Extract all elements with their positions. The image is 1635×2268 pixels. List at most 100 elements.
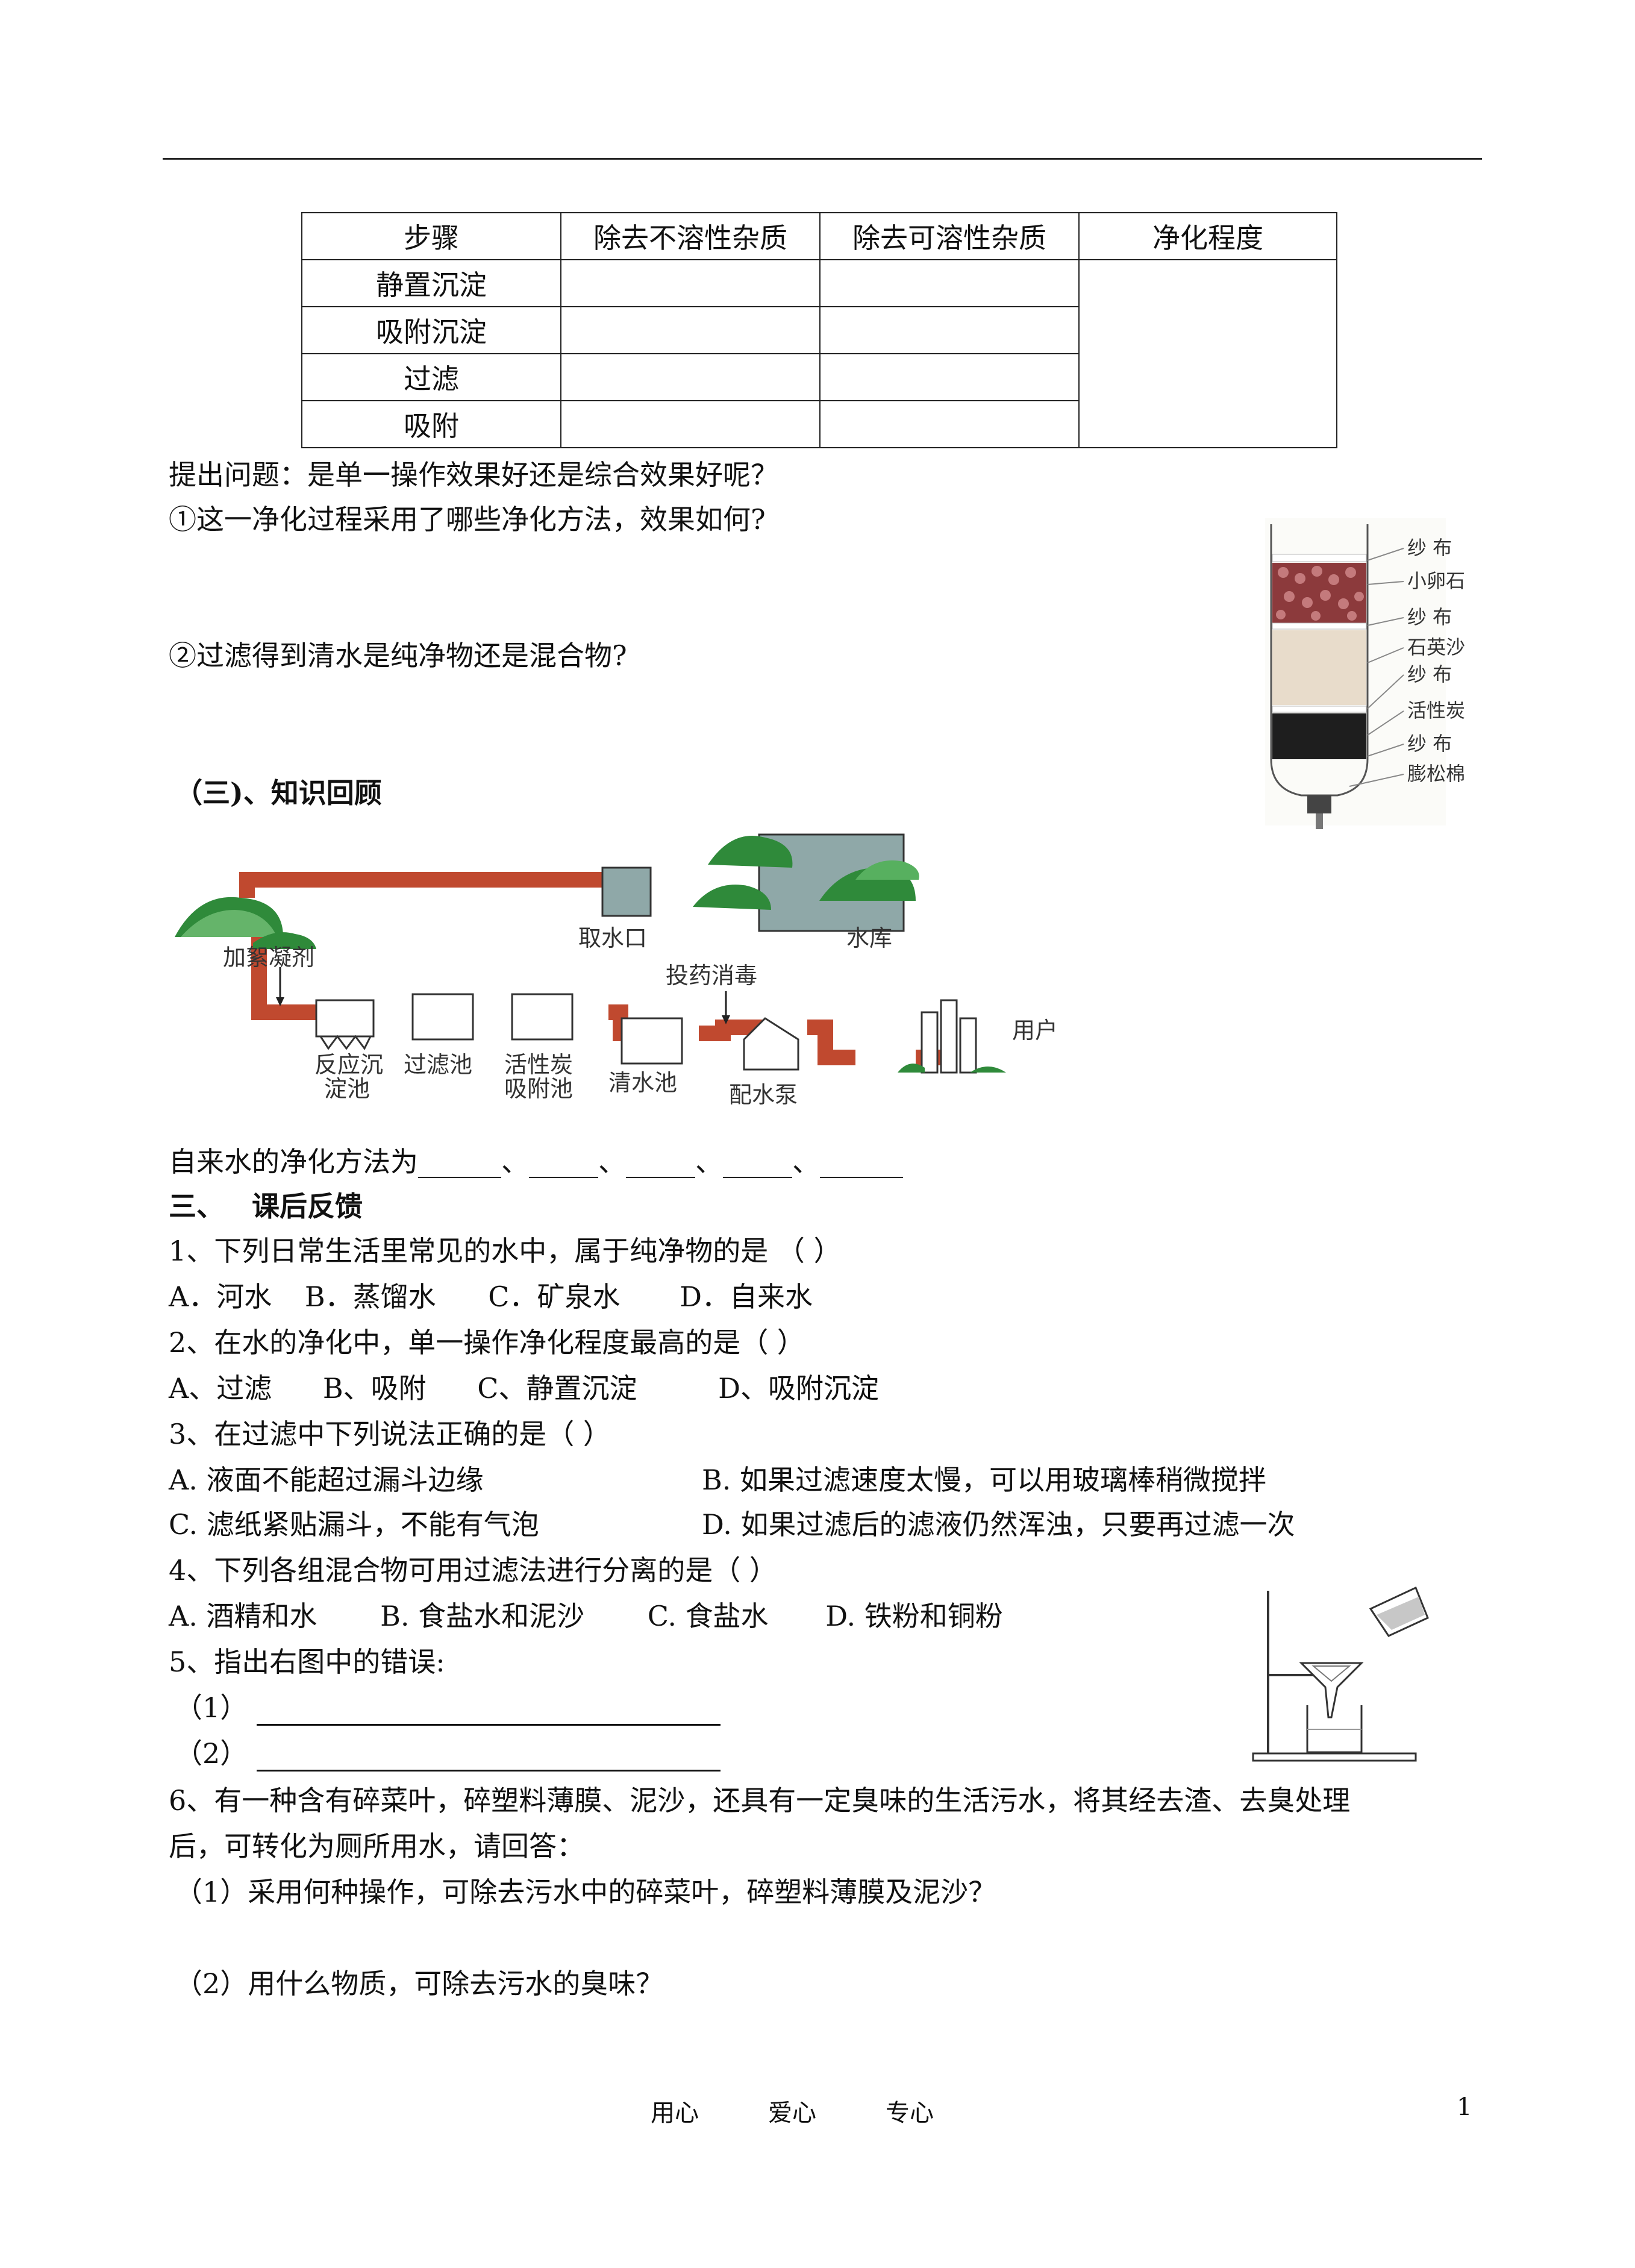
quartz-sand-layer bbox=[1272, 630, 1366, 705]
filter-label: 纱 布 bbox=[1407, 536, 1452, 559]
table-blank-cell[interactable] bbox=[1078, 259, 1337, 448]
gauze-layer-1 bbox=[1272, 554, 1367, 562]
exercise-1: 1、下列日常生活里常见的水中，属于纯净物的是 （ ） bbox=[169, 1235, 842, 1267]
filter-label: 小卵石 bbox=[1407, 569, 1465, 592]
filter-label: 纱 布 bbox=[1407, 732, 1452, 755]
exercise-3: 3、在过滤中下列说法正确的是（ ） bbox=[169, 1418, 611, 1450]
reaction-tank-label: 淀池 bbox=[324, 1076, 370, 1102]
building bbox=[940, 999, 958, 1074]
option: A. 酒精和水 bbox=[169, 1600, 317, 1632]
stand-base bbox=[1252, 1752, 1417, 1762]
filter-label: 纱 布 bbox=[1407, 663, 1452, 686]
tap-water-methods: 自来水的净化方法为______、_____、_____、_____、______ bbox=[169, 1145, 903, 1178]
reaction-tank-label: 反应沉 bbox=[314, 1051, 383, 1078]
table-row: 吸附沉淀 bbox=[301, 306, 1337, 354]
section3-heading: 三、 课后反馈 bbox=[169, 1188, 363, 1224]
filter-tank bbox=[411, 993, 474, 1041]
disinfect-arrowhead bbox=[722, 1015, 730, 1024]
filter-label: 纱 布 bbox=[1407, 606, 1452, 628]
question-2: ②过滤得到清水是纯净物还是混合物? bbox=[169, 639, 627, 672]
blank-number: （2） bbox=[175, 1737, 248, 1770]
table-header-cell: 净化程度 bbox=[1078, 212, 1337, 260]
filter-label: 膨松棉 bbox=[1407, 762, 1465, 785]
question-1: ①这一净化过程采用了哪些净化方法，效果如何? bbox=[169, 503, 766, 536]
exercise-3-option-d: D. 如果过滤后的滤液仍然浑浊，只要再过滤一次 bbox=[702, 1508, 1295, 1541]
option: D．自来水 bbox=[680, 1280, 813, 1313]
coagulant-label: 加絮凝剂 bbox=[223, 944, 314, 971]
blank-number: （1） bbox=[175, 1691, 248, 1724]
reaction-tank bbox=[315, 999, 375, 1038]
bush-user bbox=[898, 1064, 925, 1073]
header-rule bbox=[163, 158, 1482, 160]
answer-blank[interactable] bbox=[256, 1741, 721, 1771]
option: B．蒸馏水 bbox=[304, 1280, 436, 1313]
table-blank-cell[interactable] bbox=[819, 259, 1080, 307]
pump-label: 配水泵 bbox=[729, 1082, 798, 1108]
building bbox=[921, 1011, 939, 1074]
reservoir-label: 水库 bbox=[846, 925, 892, 951]
exercise-6-line-2: 后，可转化为厕所用水，请回答： bbox=[169, 1830, 584, 1862]
building bbox=[959, 1017, 977, 1074]
filter-spout bbox=[1316, 813, 1323, 829]
table-row: 过滤 bbox=[301, 353, 1337, 401]
table-header-cell: 除去可溶性杂质 bbox=[819, 212, 1080, 260]
option: A、过滤 bbox=[169, 1372, 272, 1405]
option: C．矿泉水 bbox=[488, 1280, 621, 1313]
table-blank-cell[interactable] bbox=[819, 400, 1080, 448]
footer-word: 专心 bbox=[886, 2099, 934, 2127]
table-blank-cell[interactable] bbox=[819, 353, 1080, 401]
bush-user bbox=[970, 1067, 1006, 1073]
intake-label: 取水口 bbox=[578, 925, 647, 951]
disinfect-label: 投药消毒 bbox=[666, 962, 757, 989]
table-step-cell: 吸附 bbox=[301, 400, 561, 448]
table-blank-cell[interactable] bbox=[819, 306, 1080, 354]
tree-reservoir-2 bbox=[693, 885, 771, 910]
exercise-3-option-c: C. 滤纸紧贴漏斗，不能有气泡 bbox=[169, 1508, 539, 1541]
table-blank-cell[interactable] bbox=[560, 353, 821, 401]
table-blank-cell[interactable] bbox=[560, 306, 821, 354]
tree-reservoir-1 bbox=[708, 836, 793, 868]
steps-table: 步骤 除去不溶性杂质 除去可溶性杂质 净化程度 静置沉淀 吸附沉淀 过滤 吸附 bbox=[301, 212, 1337, 448]
tree-reservoir-4 bbox=[855, 860, 919, 880]
footer-word: 用心 bbox=[651, 2099, 699, 2127]
table-header-row: 步骤 除去不溶性杂质 除去可溶性杂质 净化程度 bbox=[301, 212, 1337, 260]
gauze-layer-2 bbox=[1272, 622, 1367, 630]
carbon-tank-label: 活性炭 bbox=[504, 1051, 573, 1078]
filtration-apparatus-diagram bbox=[1252, 1586, 1429, 1762]
filter-label: 活性炭 bbox=[1407, 699, 1465, 722]
exercise-6-part-2: （2）用什么物质，可除去污水的臭味？ bbox=[175, 1967, 664, 2000]
option: B、吸附 bbox=[322, 1372, 427, 1405]
section3-title: 课后反馈 bbox=[252, 1190, 363, 1223]
pouring-liquid bbox=[1377, 1597, 1425, 1630]
intake-box bbox=[601, 866, 652, 917]
label-leaders bbox=[1349, 548, 1404, 787]
funnel bbox=[1299, 1662, 1364, 1718]
activated-carbon-layer bbox=[1272, 713, 1366, 759]
carbon-tank-label: 吸附池 bbox=[504, 1076, 573, 1102]
reaction-tank-base bbox=[319, 1035, 372, 1050]
clear-tank bbox=[621, 1017, 683, 1065]
answer-blank[interactable] bbox=[256, 1695, 721, 1726]
exercise-5-blank-2: （2） bbox=[175, 1735, 721, 1771]
clear-tank-label: 清水池 bbox=[608, 1070, 677, 1096]
option: C. 食盐水 bbox=[647, 1600, 769, 1632]
exercise-2-options: A、过滤 B、吸附 C、静置沉淀 D、吸附沉淀 bbox=[169, 1370, 879, 1406]
page-number: 1 bbox=[1457, 2093, 1472, 2121]
filter-label: 石英沙 bbox=[1407, 636, 1465, 659]
exercise-4-options: A. 酒精和水 B. 食盐水和泥沙 C. 食盐水 D. 铁粉和铜粉 bbox=[169, 1598, 1003, 1634]
exercise-5: 5、指出右图中的错误: bbox=[169, 1646, 445, 1678]
carbon-tank bbox=[511, 993, 574, 1041]
exercise-3-option-a: A. 液面不能超过漏斗边缘 bbox=[169, 1464, 484, 1496]
exercise-6-part-1: （1）采用何种操作，可除去污水中的碎菜叶，碎塑料薄膜及泥沙？ bbox=[175, 1876, 996, 1908]
water-plant-diagram: 取水口 水库 加絮凝剂 投药消毒 用户 反应沉 淀池 过滤池 活性炭 吸附池 清… bbox=[175, 833, 1058, 1108]
table-blank-cell[interactable] bbox=[560, 400, 821, 448]
table-blank-cell[interactable] bbox=[560, 259, 821, 307]
exercise-4: 4、下列各组混合物可用过滤法进行分离的是（ ） bbox=[169, 1554, 777, 1587]
exercise-2: 2、在水的净化中，单一操作净化程度最高的是（ ） bbox=[169, 1326, 805, 1359]
option: D. 铁粉和铜粉 bbox=[825, 1600, 1003, 1632]
bush-left bbox=[253, 932, 316, 949]
coagulant-arrowhead bbox=[276, 997, 284, 1006]
table-header-cell: 步骤 bbox=[301, 212, 561, 260]
pump-house bbox=[743, 1017, 799, 1071]
tree-left-highlight bbox=[181, 910, 277, 937]
